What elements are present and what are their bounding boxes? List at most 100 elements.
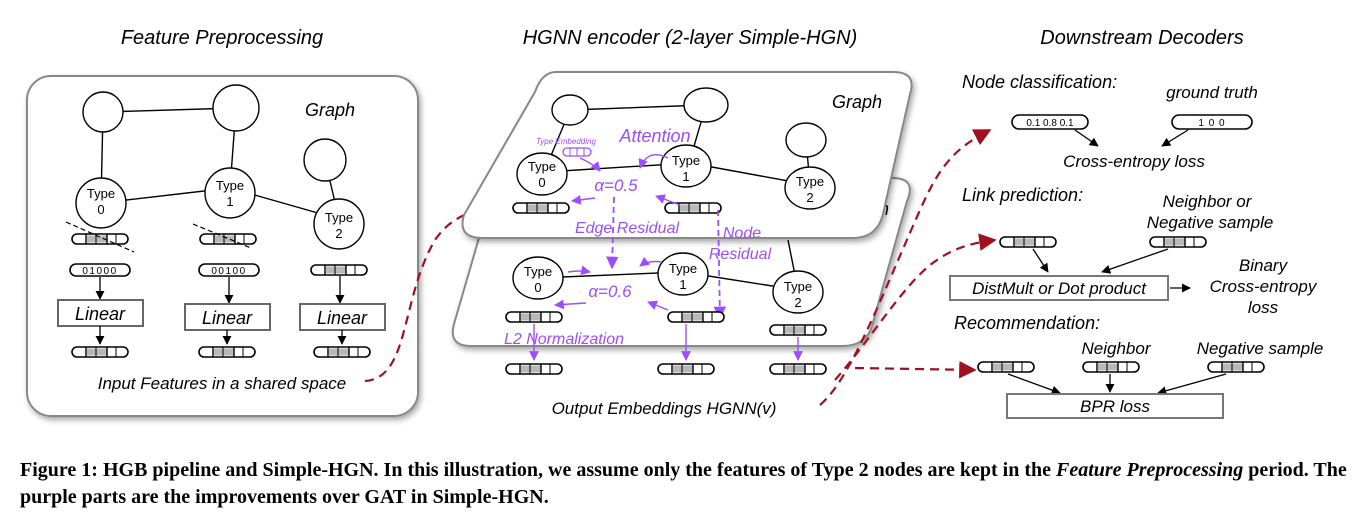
svg-text:Type: Type <box>216 178 244 193</box>
graph-node-type-0: Type 0 <box>512 256 564 300</box>
svg-text:00100: 00100 <box>211 266 246 277</box>
hidden-vector <box>664 202 722 214</box>
svg-text:Linear: Linear <box>75 304 126 324</box>
graph-node-empty <box>303 138 347 182</box>
attention-arrow <box>579 157 601 172</box>
neighbor-label: Neighbor <box>1082 339 1152 358</box>
encoder-panel: HGNN encoder (2-layer Simple-HGN) ph Typ… <box>451 27 913 418</box>
svg-text:0: 0 <box>534 280 541 295</box>
graph-node-empty <box>551 94 589 126</box>
discarded-feature-vector <box>71 233 129 245</box>
svg-text:Type Embedding: Type Embedding <box>536 137 596 146</box>
svg-text:Type: Type <box>784 279 812 294</box>
graph-node-empty <box>212 84 260 132</box>
recommendation-heading: Recommendation: <box>954 313 1100 333</box>
attention-arrow <box>567 265 591 276</box>
svg-text:Type: Type <box>669 261 697 276</box>
svg-text:Linear: Linear <box>202 308 253 328</box>
decoders-title: Downstream Decoders <box>1040 27 1243 49</box>
svg-text:1: 1 <box>679 277 686 292</box>
svg-text:Linear: Linear <box>317 308 368 328</box>
pipeline-diagram: Feature Preprocessing Graph Type 0 Type … <box>26 27 1323 419</box>
linear-layer-2: Linear <box>299 303 386 331</box>
caption-italic: Feature Preprocessing <box>1056 459 1244 481</box>
user-embedding <box>977 361 1035 373</box>
hidden-vector <box>769 324 827 336</box>
attention-arrow <box>639 256 663 267</box>
graph-node-type-1: Type 1 <box>660 144 712 188</box>
flow-arrow <box>834 233 997 381</box>
l2-normalization-label: L2 Normalization <box>504 331 624 348</box>
svg-text:01000: 01000 <box>82 266 117 277</box>
graph-node-type-2: Type 2 <box>772 270 824 314</box>
node-cls-heading: Node classification: <box>962 72 1117 92</box>
svg-text:Type: Type <box>796 174 824 189</box>
figure-caption: Figure 1: HGB pipeline and Simple-HGN. I… <box>20 457 1350 511</box>
graph-node-type-2: Type 2 <box>313 198 365 250</box>
link-pred-heading: Link prediction: <box>962 185 1083 205</box>
attention-label: Attention <box>618 126 690 146</box>
neighbor-embedding <box>1149 236 1207 248</box>
linear-layer-1: Linear <box>184 303 271 331</box>
svg-text:1 0 0: 1 0 0 <box>1198 118 1225 129</box>
kept-feature-vector <box>310 264 368 276</box>
svg-text:Type: Type <box>325 210 353 225</box>
svg-text:DistMult or Dot product: DistMult or Dot product <box>972 279 1147 298</box>
ground-truth-label: ground truth <box>1166 83 1258 102</box>
distmult-box: DistMult or Dot product <box>949 275 1169 301</box>
preprocessing-title: Feature Preprocessing <box>121 27 323 49</box>
projected-feature-vector <box>198 346 256 358</box>
decoders-panel: Downstream Decoders Node classification:… <box>949 27 1323 419</box>
graph-node-empty <box>82 91 124 133</box>
graph-node-type-1: Type 1 <box>204 167 256 219</box>
svg-text:0.1 0.8 0.1: 0.1 0.8 0.1 <box>1026 118 1074 129</box>
output-embedding <box>505 363 563 375</box>
neighbor-or-label: Neighbor or <box>1163 192 1253 211</box>
output-embedding <box>657 363 715 375</box>
loss-label: loss <box>1248 298 1279 317</box>
strike-line <box>192 223 252 249</box>
hidden-vector <box>667 311 725 323</box>
graph-node-empty <box>683 87 729 123</box>
projected-feature-vector <box>71 346 129 358</box>
graph-node-type-2: Type 2 <box>784 166 836 210</box>
svg-text:Type: Type <box>87 186 115 201</box>
node-embedding <box>999 236 1057 248</box>
encoder-footer: Output Embeddings HGNN(v) <box>552 399 777 418</box>
flow-arrow <box>854 360 977 379</box>
preprocessing-footer: Input Features in a shared space <box>98 374 347 393</box>
attention-arrow <box>638 154 669 169</box>
discarded-feature-vector <box>199 233 257 245</box>
projected-feature-vector <box>313 346 371 358</box>
flow-arrow <box>364 200 499 383</box>
svg-text:BPR loss: BPR loss <box>1080 397 1150 416</box>
svg-text:2: 2 <box>335 226 342 241</box>
node-residual-arrow <box>713 209 727 320</box>
svg-text:Type: Type <box>524 264 552 279</box>
graph-node-empty <box>785 122 827 158</box>
bpr-loss-box: BPR loss <box>1006 393 1224 419</box>
cross-entropy-loss-label: Cross-entropy loss <box>1063 152 1205 171</box>
svg-text:1: 1 <box>682 169 689 184</box>
edge-residual-arrow <box>606 196 619 270</box>
preprocessing-panel: Feature Preprocessing Graph Type 0 Type … <box>26 27 419 417</box>
encoder-title: HGNN encoder (2-layer Simple-HGN) <box>523 27 858 49</box>
caption-part-2: period. The purple parts are the improve… <box>20 459 1347 508</box>
type-embedding: Type Embedding <box>536 137 596 157</box>
cross-entropy-label: Cross-entropy <box>1210 277 1318 296</box>
output-embedding <box>769 363 827 375</box>
svg-text:Type: Type <box>528 159 556 174</box>
negative-sample-label: Negative sample <box>1147 213 1274 232</box>
onehot-vector-0: 01000 <box>69 263 131 277</box>
svg-text:0: 0 <box>538 175 545 190</box>
caption-part-1: Figure 1: HGB pipeline and Simple-HGN. I… <box>20 459 1056 481</box>
hidden-vector <box>505 311 563 323</box>
encoder-graph-label: Graph <box>832 92 882 112</box>
svg-text:2: 2 <box>806 190 813 205</box>
linear-layer-0: Linear <box>57 299 144 327</box>
svg-text:Type: Type <box>672 153 700 168</box>
strike-line <box>65 221 135 253</box>
hidden-vector <box>512 202 570 214</box>
node-residual-label-2: Residual <box>709 246 772 263</box>
svg-text:2: 2 <box>794 295 801 310</box>
